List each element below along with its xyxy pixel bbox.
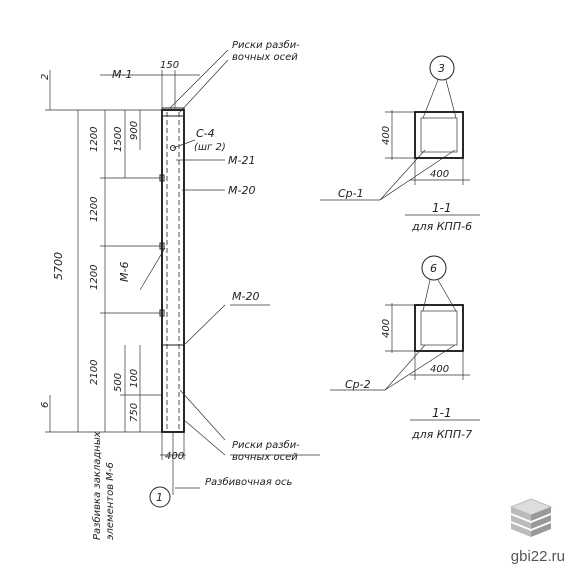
- label-m1: М-1: [112, 68, 132, 81]
- sec2-height: 400: [381, 319, 392, 338]
- label-dim1200c: 1200: [89, 265, 100, 290]
- axis-marker-circle: [149, 486, 171, 508]
- label-m20b: М-20: [232, 290, 259, 303]
- label-left-vert-1: Разбивка закладных: [91, 431, 103, 540]
- watermark-text[interactable]: gbi22.ru: [510, 548, 565, 565]
- sec2-title: 1-1: [432, 406, 452, 420]
- label-dim1200b: 1200: [89, 197, 100, 222]
- column-elevation: [159, 107, 185, 433]
- label-dim100: 100: [129, 369, 140, 388]
- sec1-width: 400: [430, 169, 449, 180]
- label-dim500: 500: [113, 373, 124, 392]
- label-dim150: 150: [160, 60, 179, 71]
- label-shg2: (шг 2): [194, 142, 226, 153]
- section-2: [330, 255, 480, 421]
- dimension-chains: [45, 70, 200, 495]
- section1-outline: [414, 111, 464, 159]
- sec2-cp: Ср-2: [345, 378, 371, 391]
- label-axis-num: 1: [156, 491, 163, 504]
- label-m20a: М-20: [228, 184, 255, 197]
- section2-outline: [414, 304, 464, 352]
- hole-c4: [170, 145, 176, 151]
- sec1-title: 1-1: [432, 201, 452, 215]
- label-risk-top-1: Риски разби-: [232, 39, 300, 51]
- label-dim900: 900: [129, 121, 140, 140]
- label-axis: Разбивочная ось: [205, 476, 293, 488]
- top-plate-m1: [161, 107, 185, 117]
- label-dim-bot-left: 6: [40, 402, 51, 408]
- sec1-height: 400: [381, 126, 392, 145]
- sec2-width: 400: [430, 364, 449, 375]
- sec1-circle-num: 3: [438, 62, 445, 75]
- sec2-sub: для КПП-7: [411, 428, 472, 441]
- label-left-vert-2: элементов М-6: [105, 462, 116, 540]
- label-m21: М-21: [228, 154, 255, 167]
- label-dim1200a: 1200: [89, 127, 100, 152]
- sec1-cp: Ср-1: [338, 187, 364, 200]
- label-risk-bot-1: Риски разби-: [232, 439, 300, 451]
- label-dim-top-left: 2: [40, 74, 51, 80]
- label-risk-bot-2: вочных осей: [232, 452, 298, 463]
- section2-rebar-cage: [420, 310, 458, 346]
- label-dim5700: 5700: [52, 252, 65, 280]
- sec1-sub: для КПП-6: [411, 220, 472, 233]
- section2-callout-circle: [421, 255, 447, 281]
- label-dim2100: 2100: [89, 360, 100, 385]
- label-dim1500: 1500: [113, 127, 124, 152]
- stacked-blocks-icon: [509, 498, 553, 537]
- sec2-circle-num: 6: [430, 262, 437, 275]
- section1-callout-circle: [429, 55, 455, 81]
- label-risk-top-2: вочных осей: [232, 52, 298, 63]
- label-dim400-bottom: 400: [165, 451, 184, 462]
- section-1: [320, 55, 480, 216]
- label-c4: С-4: [196, 127, 215, 140]
- leader-lines: [139, 49, 320, 489]
- section1-rebar-cage: [420, 117, 458, 153]
- label-m6: М-6: [118, 262, 131, 282]
- column-outline: [161, 109, 185, 433]
- label-dim750: 750: [129, 403, 140, 422]
